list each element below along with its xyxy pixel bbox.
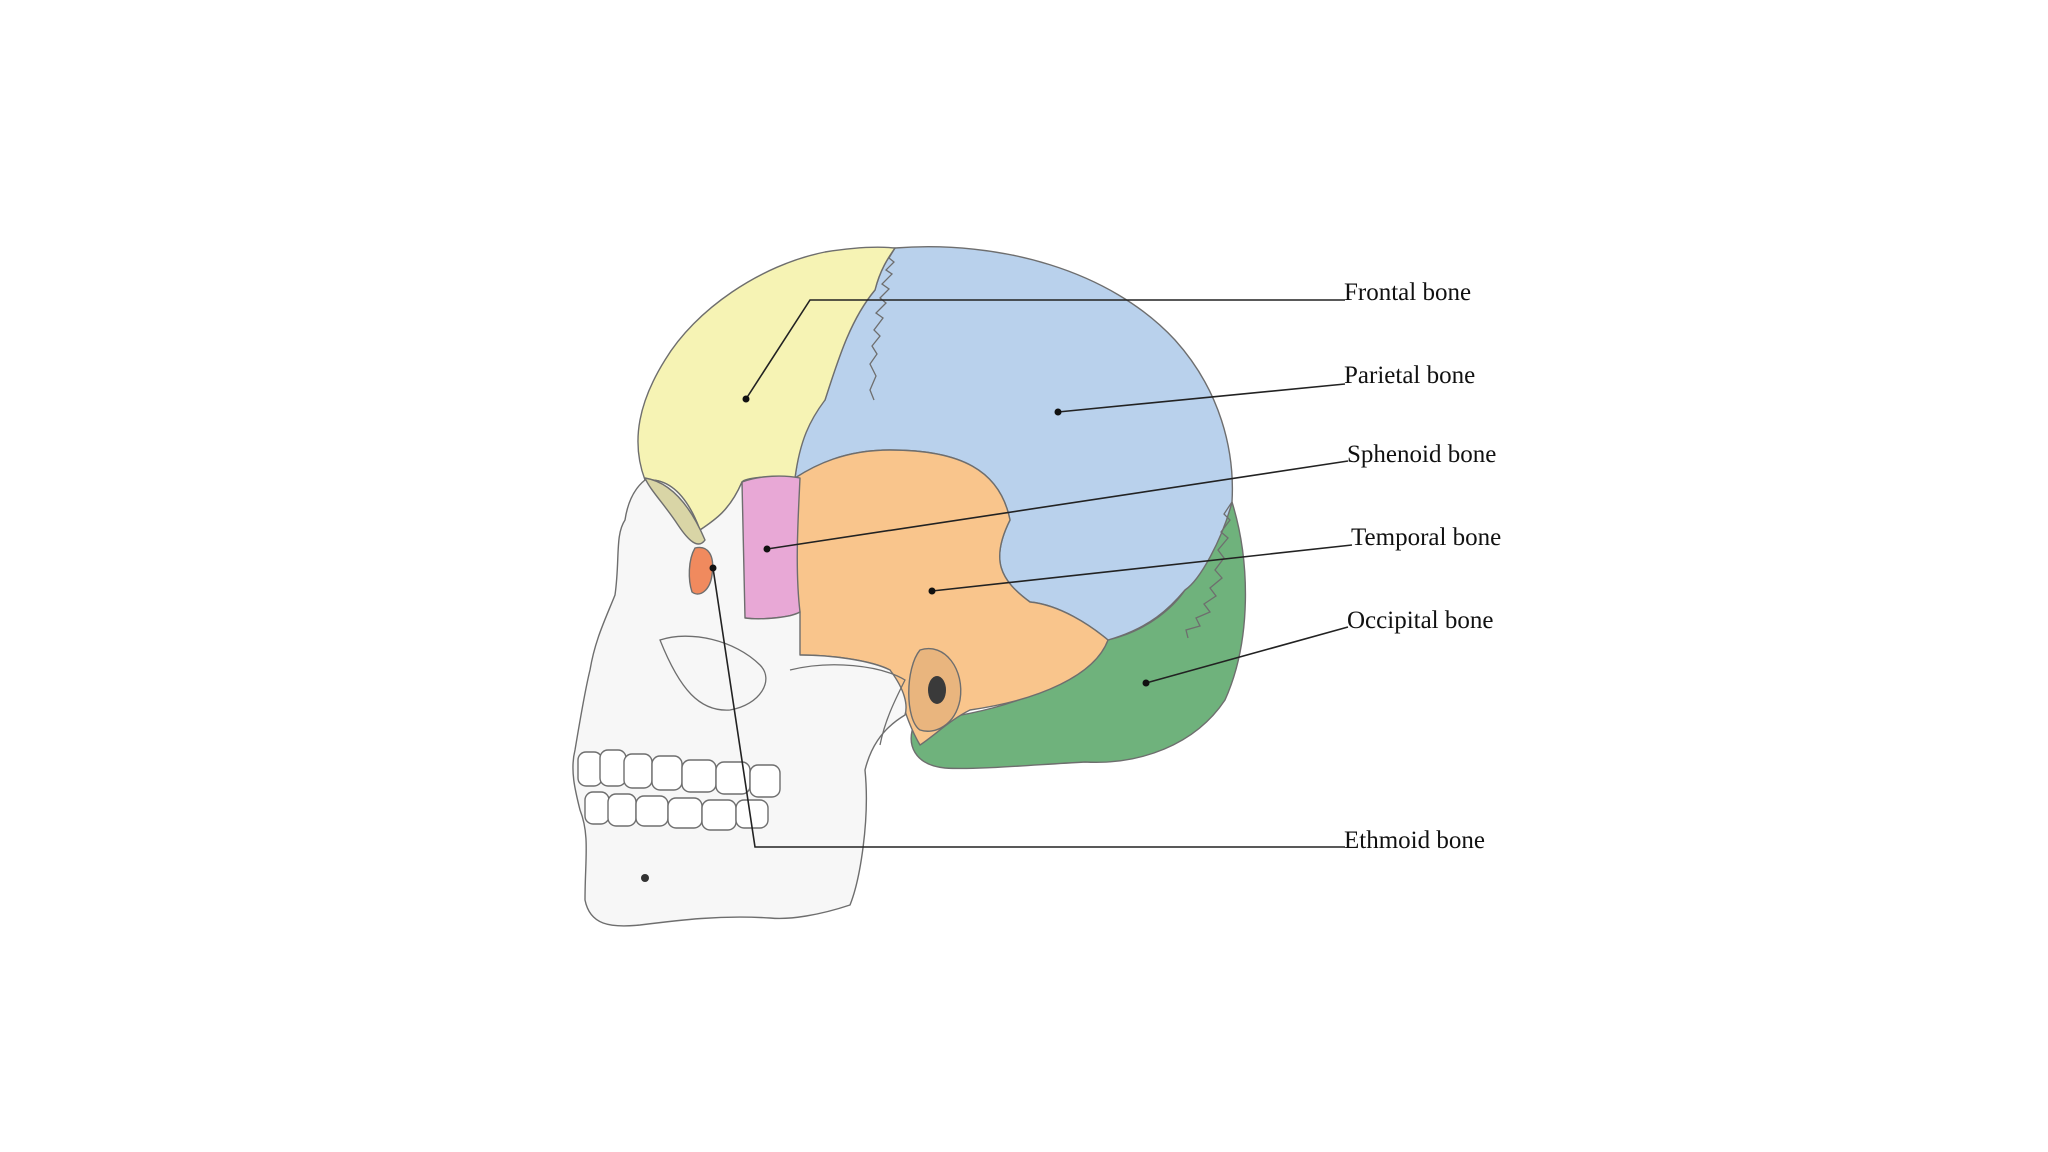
label-occipital-bone: Occipital bone xyxy=(1142,607,1493,687)
temporal-label: Temporal bone xyxy=(1351,524,1501,551)
cheekbone-outline xyxy=(659,635,767,711)
tooth xyxy=(599,749,627,787)
tooth xyxy=(607,793,637,827)
sphenoid-label: Sphenoid bone xyxy=(1347,441,1496,468)
tooth xyxy=(651,755,683,791)
label-sphenoid-bone: Sphenoid bone xyxy=(763,441,1496,553)
occipital-leader-line xyxy=(1145,626,1349,684)
label-parietal-bone: Parietal bone xyxy=(1054,362,1475,416)
temporal-leader-dot xyxy=(928,587,936,595)
tooth xyxy=(584,791,610,825)
tooth xyxy=(701,799,737,831)
frontal-label: Frontal bone xyxy=(1344,279,1471,306)
coronal-suture xyxy=(869,247,896,401)
jaw-ramus-outline xyxy=(789,664,906,746)
teeth xyxy=(577,749,781,831)
occipital-leader-dot xyxy=(1142,679,1150,687)
tooth xyxy=(749,764,781,798)
tooth xyxy=(667,797,703,829)
frontal-leader-line xyxy=(745,299,1345,400)
ethmoid-label: Ethmoid bone xyxy=(1344,827,1485,854)
parietal-label: Parietal bone xyxy=(1344,362,1475,389)
ethmoid-leader-line xyxy=(712,567,1345,848)
parietal-leader-dot xyxy=(1054,408,1062,416)
orbit-shadow xyxy=(644,477,706,545)
skull-illustration xyxy=(572,246,1247,927)
frontal-leader-dot xyxy=(742,395,750,403)
label-temporal-bone: Temporal bone xyxy=(928,524,1501,595)
ear-canal-shadow xyxy=(928,676,946,704)
occipital-bone-region xyxy=(910,501,1247,770)
mental-foramen xyxy=(641,874,649,882)
ethmoid-leader-dot xyxy=(709,564,717,572)
tooth xyxy=(623,753,653,789)
temporal-leader-line xyxy=(931,544,1353,592)
tooth xyxy=(635,795,669,827)
tooth xyxy=(681,759,717,793)
occipital-label: Occipital bone xyxy=(1347,607,1493,634)
tooth xyxy=(577,751,603,787)
parietal-leader-line xyxy=(1057,383,1346,413)
label-ethmoid-bone: Ethmoid bone xyxy=(709,564,1485,854)
sphenoid-leader-line xyxy=(766,460,1349,550)
label-frontal-bone: Frontal bone xyxy=(742,279,1471,403)
sphenoid-leader-dot xyxy=(763,545,771,553)
ethmoid-bone-region xyxy=(688,546,714,595)
lambdoid-suture xyxy=(1185,501,1233,639)
